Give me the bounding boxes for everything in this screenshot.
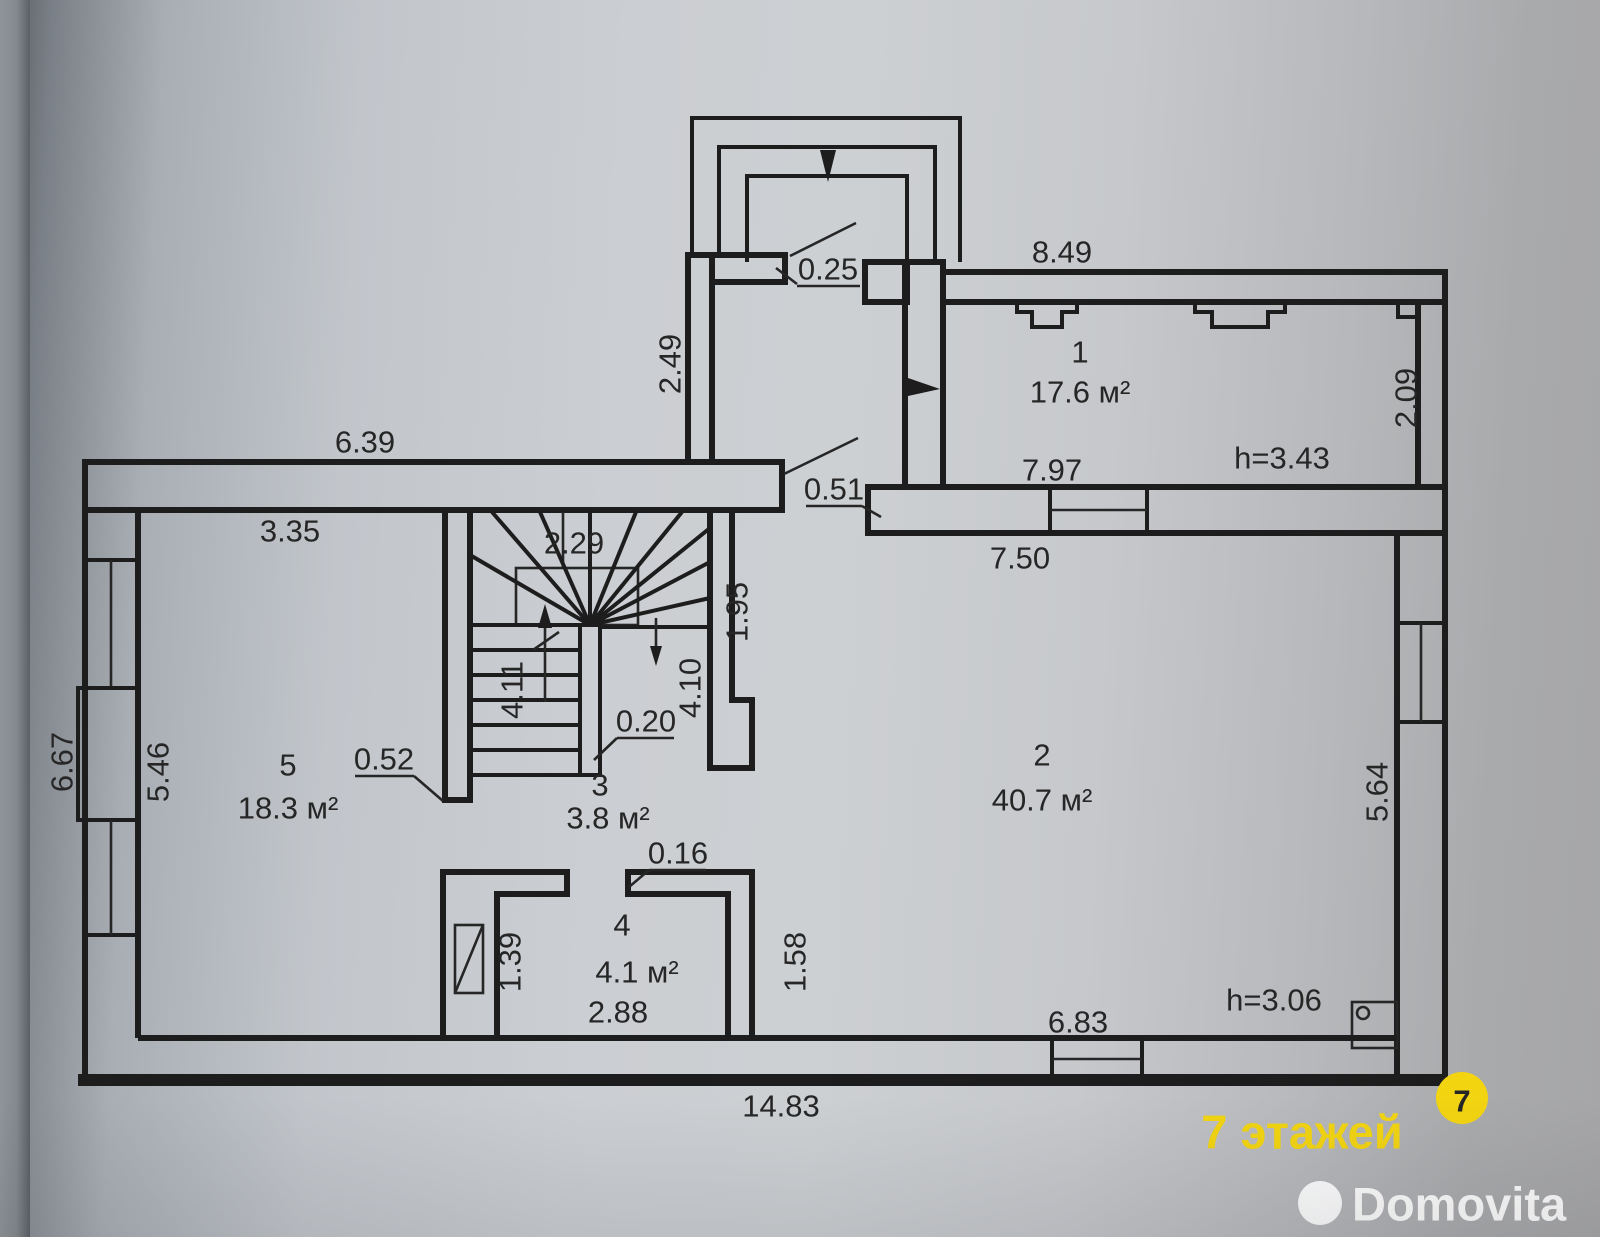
agency-watermark-text: 7 этажей [1201,1106,1402,1159]
dim-0-25: 0.25 [798,252,858,287]
staircase [468,510,712,777]
room1-height: h=3.43 [1234,441,1330,476]
room5-area: 18.3 м² [238,791,339,826]
room5-number: 5 [279,748,296,783]
corridor-left-wall [685,252,715,465]
porch-threshold-wall [709,252,788,285]
room1-number: 1 [1071,335,1088,370]
dim-14-83: 14.83 [742,1089,820,1124]
walls [76,116,1448,1086]
dim-2-88: 2.88 [588,995,648,1030]
room2-number: 2 [1033,738,1050,773]
dim-0-16: 0.16 [648,836,708,871]
porch-middle-outline [717,145,937,262]
portal-logo-icon [1298,1181,1342,1225]
entry-jamb-wall [862,259,910,305]
flue-symbol [453,923,485,995]
room5-stair-wall [442,507,473,803]
boiler-symbol [1350,1000,1399,1050]
stair-stringer [578,623,602,777]
room2-height: h=3.06 [1226,983,1322,1018]
watermarks: 7 этажей 7 Domovita [1201,1072,1567,1231]
portal-watermark-text: Domovita [1352,1178,1567,1231]
page-edge-shadow [0,0,30,1237]
room1-room2-wall [865,484,1448,536]
left-wing-top-wall [82,459,785,513]
dim-6-67: 6.67 [45,732,80,792]
dimension-leaders [355,221,882,888]
door-opening-marker [908,378,940,396]
porch-outer-outline [690,116,962,262]
stair-down-arrow [650,618,662,666]
room2-right-wall [1394,530,1448,1083]
dim-2-29: 2.29 [544,526,604,561]
dim-7-50: 7.50 [990,541,1050,576]
dim-0-51: 0.51 [804,472,864,507]
dim-1-95: 1.95 [720,582,755,642]
room1-area: 17.6 м² [1030,375,1131,410]
room1-top-wall [940,269,1448,305]
dim-1-39: 1.39 [493,932,528,992]
stair-up-arrow [532,604,560,702]
dim-7-97: 7.97 [1022,453,1082,488]
dim-5-46: 5.46 [141,742,176,802]
flue-diagonal [453,924,485,994]
dim-8-49: 8.49 [1032,235,1092,270]
dim-4-11: 4.11 [495,661,530,719]
boiler-circle-icon [1355,1005,1371,1021]
dim-6-83: 6.83 [1048,1005,1108,1040]
dim-2-49: 2.49 [653,334,688,394]
agency-logo-icon [1436,1072,1488,1124]
dim-2-09: 2.09 [1389,368,1424,428]
stair-right-wall [707,507,755,771]
dim-4-10: 4.10 [673,658,708,718]
dim-3-35: 3.35 [260,514,320,549]
stair-treads-left [470,623,580,777]
room1-wall-niche-2 [1193,302,1287,329]
corridor-right-wall [902,259,946,490]
dim-0-52: 0.52 [354,742,414,777]
dim-5-64: 5.64 [1360,762,1395,822]
labels: 6.39 3.35 0.25 8.49 0.51 7.97 7.50 2.29 … [45,235,1424,1124]
entrance-arrow-icon [820,150,836,182]
room4-number: 4 [613,908,630,943]
dim-6-39: 6.39 [335,425,395,460]
room4-area: 4.1 м² [595,955,678,990]
room1-wall-niche-1 [1015,302,1079,329]
photo-bottom-shade [0,1097,1600,1237]
dim-0-20: 0.20 [616,704,676,739]
room3-number: 3 [591,768,608,803]
dim-1-58: 1.58 [778,932,813,992]
room1-right-wall-step [1396,300,1420,319]
room2-area: 40.7 м² [992,783,1093,818]
agency-logo-digit: 7 [1453,1084,1470,1119]
room3-area: 3.8 м² [566,801,649,836]
